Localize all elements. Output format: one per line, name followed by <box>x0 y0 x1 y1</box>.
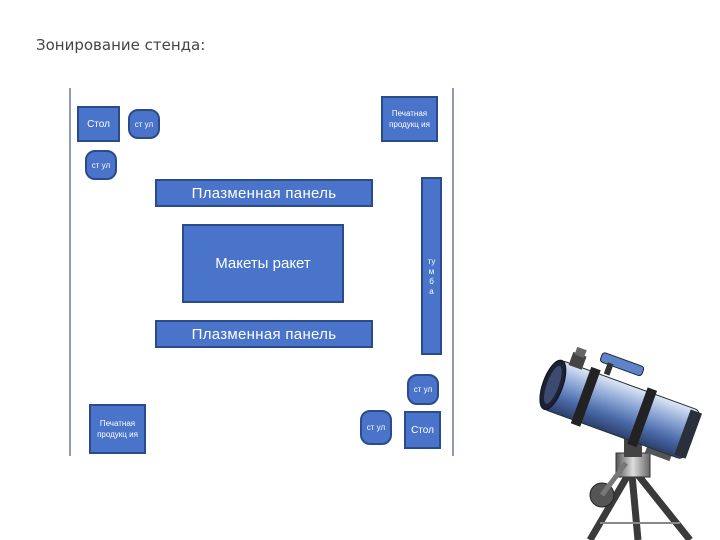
plasma-panel-bottom-label: Плазменная панель <box>191 325 337 343</box>
rocket-models: Макеты ракет <box>182 224 344 303</box>
chair-left-label: ст ул <box>91 160 111 170</box>
print-materials-top-label: Печатная продукц ия <box>389 109 430 129</box>
plasma-panel-top: Плазменная панель <box>155 179 373 207</box>
plasma-panel-top-label: Плазменная панель <box>191 184 337 202</box>
left-wall <box>69 88 71 456</box>
telescope-image <box>539 346 703 540</box>
cabinet-label: тумба <box>427 257 436 296</box>
chair-bottom-mid-label: ст ул <box>366 423 386 432</box>
print-materials-bottom-label: Печатная продукц ия <box>97 419 138 439</box>
plasma-panel-bottom: Плазменная панель <box>155 320 373 348</box>
rocket-models-label: Макеты ракет <box>215 255 311 272</box>
tripod-icon <box>586 472 693 540</box>
chair-top-left: ст ул <box>128 109 160 139</box>
print-materials-top: Печатная продукц ия <box>381 96 438 142</box>
chair-bottom-mid: ст ул <box>360 410 392 445</box>
table-bottom-label: Стол <box>411 424 434 436</box>
chair-bottom-right-label: ст ул <box>413 385 433 394</box>
cabinet: тумба <box>421 177 442 355</box>
table-bottom: Стол <box>404 411 441 449</box>
right-wall <box>452 88 454 456</box>
table-top-label: Стол <box>87 118 110 130</box>
chair-bottom-right: ст ул <box>407 374 439 405</box>
telescope-tube-icon <box>539 346 703 459</box>
chair-top-left-label: ст ул <box>134 119 154 129</box>
print-materials-bottom: Печатная продукц ия <box>89 404 146 454</box>
table-top: Стол <box>77 106 120 142</box>
page-title: Зонирование стенда: <box>36 36 206 54</box>
chair-left: ст ул <box>85 150 117 180</box>
